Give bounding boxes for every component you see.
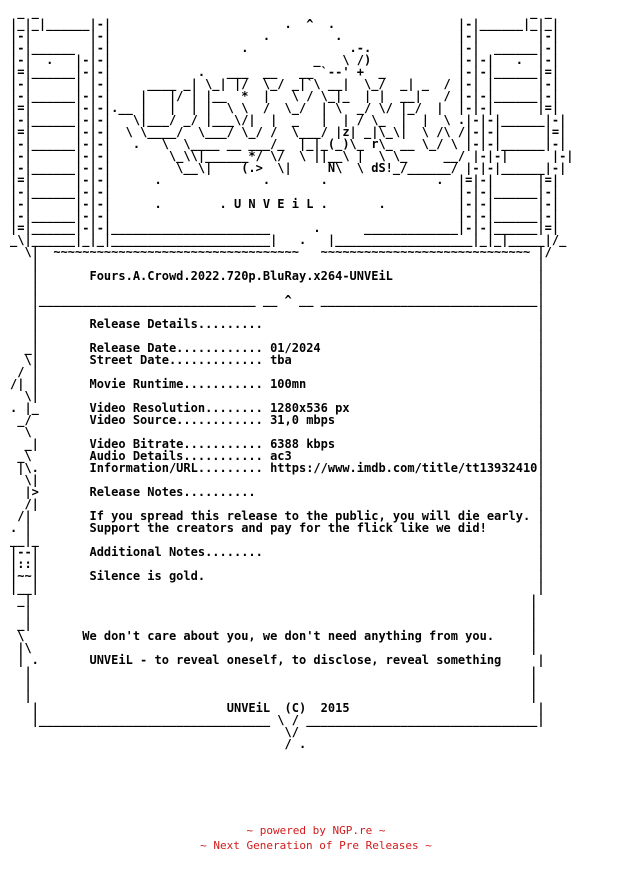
nfo-text: _ _ _ _ |_|_|______|-| . ^ . |-|______|_… xyxy=(10,5,574,751)
tagline-link[interactable]: ~ Next Generation of Pre Releases ~ xyxy=(200,839,432,852)
footer-tagline: ~ Next Generation of Pre Releases ~ xyxy=(0,838,632,853)
footer-powered-by: ~ powered by NGP.re ~ xyxy=(0,823,632,838)
powered-by-link[interactable]: ~ powered by NGP.re ~ xyxy=(246,824,386,837)
